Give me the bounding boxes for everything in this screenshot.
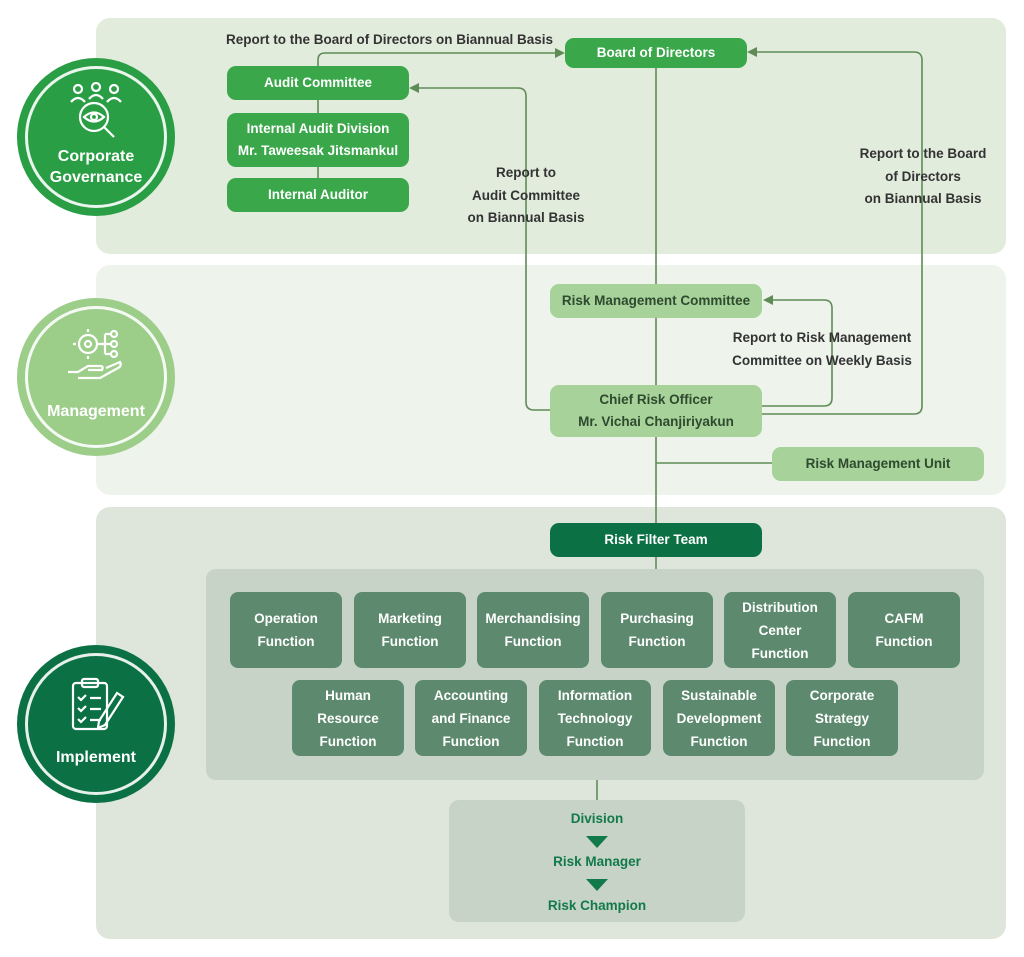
chain-risk-manager: Risk Manager [553, 854, 641, 869]
division-chain-panel [449, 800, 745, 922]
risk-management-committee-node: Risk Management Committee [550, 284, 762, 318]
chief-risk-officer-node: Chief Risk Officer Mr. Vichai Chanjiriya… [550, 385, 762, 437]
chain-division: Division [570, 811, 624, 826]
note-report-audit: Report to Audit Committee on Biannual Ba… [467, 165, 585, 225]
board-label: Board of Directors [596, 45, 716, 60]
tier-implement-circle: Implement [17, 645, 175, 803]
rft-label: Risk Filter Team [604, 532, 708, 547]
note-report-board-right: Report to the Board of Directors on Bian… [859, 146, 987, 206]
cro-title: Chief Risk Officer [599, 392, 713, 407]
tier-governance-label: Corporate Governance [49, 148, 143, 186]
internal-auditor-label: Internal Auditor [268, 187, 368, 202]
risk-filter-team-node: Risk Filter Team [550, 523, 762, 557]
rmc-label: Risk Management Committee [561, 293, 751, 308]
down-arrow-icon [586, 879, 608, 891]
governance-eye-gear-icon [70, 82, 122, 138]
chain-risk-champion: Risk Champion [547, 898, 647, 913]
internal-auditor-node: Internal Auditor [227, 178, 409, 212]
tier-management-circle: Management [17, 298, 175, 456]
audit-committee-label: Audit Committee [264, 75, 372, 90]
cro-name: Mr. Vichai Chanjiriyakun [578, 414, 734, 429]
tier-governance-circle: Corporate Governance [17, 58, 175, 216]
note-report-rmc: Report to Risk Management Committee on W… [732, 330, 912, 368]
audit-to-board-arrow [317, 48, 565, 66]
audit-committee-node: Audit Committee [227, 66, 409, 100]
tier-implement-label: Implement [55, 749, 136, 766]
internal-audit-division-label: Internal Audit Division [246, 121, 390, 136]
board-of-directors-node: Board of Directors [565, 38, 747, 68]
cro-to-rmc-arrow [762, 295, 833, 407]
cro-to-audit-arrow [409, 83, 552, 411]
tier-management-label: Management [47, 403, 145, 420]
note-report-board-top: Report to the Board of Directors on Bian… [226, 32, 554, 47]
clipboard-checklist-icon [71, 677, 125, 731]
internal-audit-head-name: Mr. Taweesak Jitsmankul [237, 143, 399, 158]
internal-audit-division-node: Internal Audit Division Mr. Taweesak Jit… [227, 113, 409, 167]
down-arrow-icon [586, 836, 608, 848]
rmu-label: Risk Management Unit [805, 456, 951, 471]
hand-gear-network-icon [68, 329, 122, 380]
cro-to-board-arrow [747, 47, 923, 415]
risk-management-unit-node: Risk Management Unit [772, 447, 984, 481]
